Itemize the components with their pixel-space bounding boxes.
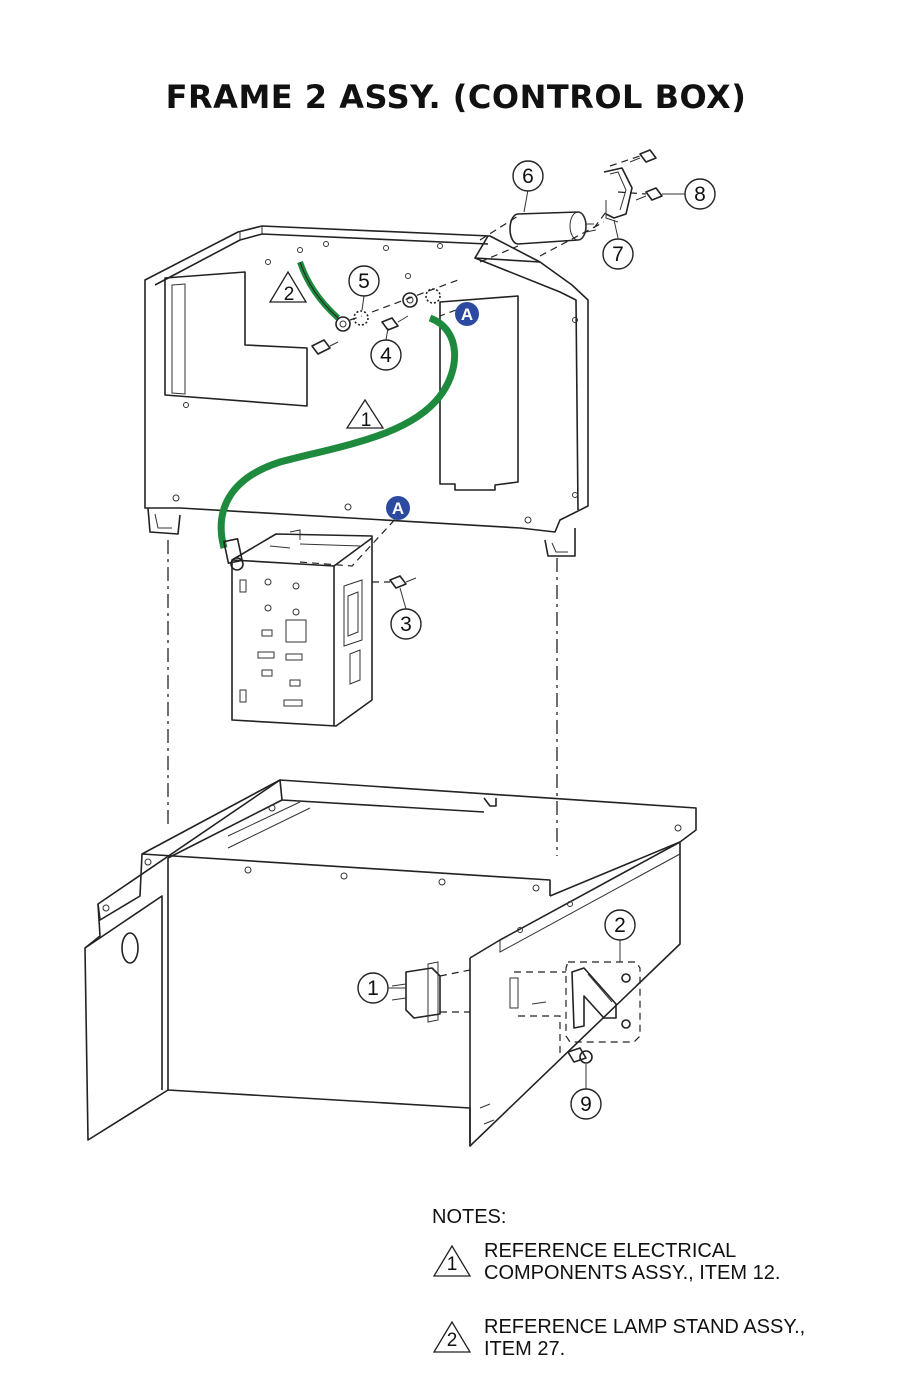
callout-label: 1 (367, 977, 379, 1000)
note-item: 2 REFERENCE LAMP STAND ASSY., ITEM 27. (432, 1316, 892, 1360)
note-number: 1 (446, 1254, 458, 1275)
fuse-holder (391, 961, 471, 1023)
note-triangle-icon: 1 (432, 1244, 472, 1278)
note-item: 1 REFERENCE ELECTRICAL COMPONENTS ASSY.,… (432, 1240, 892, 1284)
note-ref-triangle-2: 2 (268, 270, 308, 305)
note-ref-label: 2 (284, 284, 295, 305)
screw-icon (629, 149, 657, 163)
callout-label: 4 (380, 344, 392, 367)
control-box-cover (144, 225, 589, 557)
callout-1: 1 (357, 972, 406, 1004)
hex-bolt (567, 1047, 593, 1064)
notes-section: NOTES: 1 REFERENCE ELECTRICAL COMPONENTS… (432, 1206, 892, 1392)
marker-label: A (392, 499, 404, 518)
notes-heading: NOTES: (432, 1206, 507, 1228)
callout-label: 9 (580, 1093, 592, 1116)
callout-7: 7 (602, 219, 634, 270)
screw-icon (635, 187, 663, 201)
note-triangle-icon: 2 (432, 1320, 472, 1354)
callout-4: 4 (370, 327, 402, 371)
callout-5: 5 (348, 265, 380, 311)
note-ref-label: 1 (361, 410, 372, 431)
callout-3: 3 (390, 587, 422, 640)
base-frame (84, 779, 697, 1147)
note-number: 2 (446, 1330, 458, 1351)
note-text: REFERENCE LAMP STAND ASSY., ITEM 27. (484, 1316, 806, 1360)
bolt-and-washers (311, 279, 459, 355)
callout-label: 6 (522, 165, 534, 188)
callout-label: 7 (612, 243, 624, 266)
callout-label: 3 (400, 613, 412, 636)
callout-label: 2 (614, 914, 626, 937)
page-title: FRAME 2 ASSY. (CONTROL BOX) (165, 78, 747, 116)
callout-8: 8 (662, 178, 716, 210)
marker-label: A (461, 305, 473, 324)
lamp-stand-bracket (514, 961, 641, 1054)
electrical-component-box (231, 513, 417, 727)
note-text: REFERENCE ELECTRICAL COMPONENTS ASSY., I… (484, 1240, 781, 1284)
callout-9: 9 (570, 1064, 602, 1120)
note-ref-triangle-1: 1 (345, 398, 385, 431)
callout-label: 8 (694, 183, 706, 206)
ring-terminal-lug (335, 292, 418, 332)
reference-marker-a: A (386, 496, 410, 520)
capacitor-assembly (479, 149, 663, 263)
callout-label: 5 (358, 270, 370, 293)
ground-cable (217, 261, 459, 571)
reference-marker-a: A (439, 302, 479, 326)
callout-6: 6 (512, 160, 544, 213)
callout-2: 2 (604, 909, 636, 962)
